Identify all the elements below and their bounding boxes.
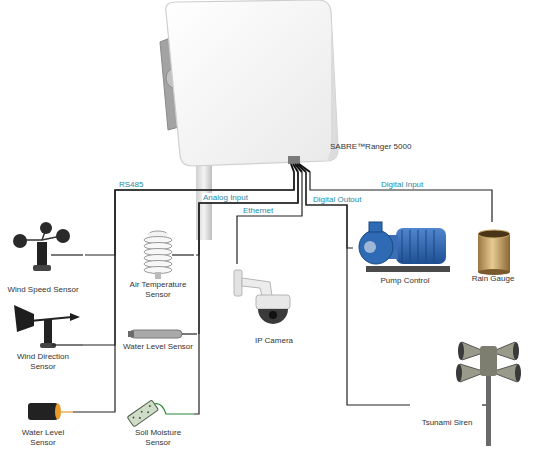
wind-direction-sensor xyxy=(14,305,83,348)
device-caption: Water Level Sensor xyxy=(15,428,71,447)
sensor-node: Air Temperature Sensor xyxy=(120,224,196,301)
sensor-node: Soil Moisture Sensor xyxy=(122,398,194,449)
sensor-node: Rain Gauge xyxy=(460,222,526,286)
signal-wire xyxy=(237,172,302,264)
air-temperature-shield xyxy=(144,231,194,279)
device-name: SABRE™Ranger 5000 xyxy=(330,142,411,152)
sensor-node: IP Camera xyxy=(227,264,321,348)
interface-label: Ethernet xyxy=(242,206,274,215)
wind-speed-sensor xyxy=(13,222,83,271)
device-caption: Pump Control xyxy=(355,276,455,286)
device-caption: Rain Gauge xyxy=(462,274,524,284)
sensor-node: Water Level Sensor xyxy=(117,322,199,354)
antenna-panel xyxy=(166,0,338,172)
sensor-node: Pump Control xyxy=(353,214,457,288)
device-caption: Air Temperature Sensor xyxy=(122,280,194,299)
sensor-node: Tsunami Siren xyxy=(410,338,484,430)
device-caption: Wind Speed Sensor xyxy=(3,285,83,295)
tsunami-siren xyxy=(456,342,521,446)
water-level-probe xyxy=(28,403,73,420)
device-node: SABRE™Ranger 5000 xyxy=(155,0,430,172)
interface-label: Digital Input xyxy=(380,180,424,189)
interface-label: Analog Input xyxy=(202,193,249,202)
interface-label: Digital Outout xyxy=(312,195,362,204)
signal-wire xyxy=(310,172,492,222)
device-caption: Soil Moisture Sensor xyxy=(127,428,189,447)
signal-wire xyxy=(306,172,353,248)
signal-wire xyxy=(196,172,298,255)
sensor-node: Wind Direction Sensor xyxy=(3,300,83,373)
rain-gauge xyxy=(478,230,510,275)
device-caption: IP Camera xyxy=(229,336,319,346)
pump xyxy=(359,222,450,272)
device-caption: Tsunami Siren xyxy=(412,418,482,428)
interface-label: RS485 xyxy=(118,180,144,189)
sensor-node: Water Level Sensor xyxy=(13,396,73,449)
signal-wire xyxy=(199,172,298,334)
water-level-transducer xyxy=(128,330,197,338)
signal-wire xyxy=(306,172,410,405)
signal-wire xyxy=(85,172,294,255)
device-caption: Wind Direction Sensor xyxy=(10,352,76,371)
soil-moisture-probe xyxy=(127,400,194,427)
signal-wire xyxy=(194,172,298,414)
signal-wire xyxy=(73,172,294,412)
ip-camera xyxy=(234,270,290,324)
device-caption: Water Level Sensor xyxy=(119,342,197,352)
sensor-node: Wind Speed Sensor xyxy=(1,225,85,297)
